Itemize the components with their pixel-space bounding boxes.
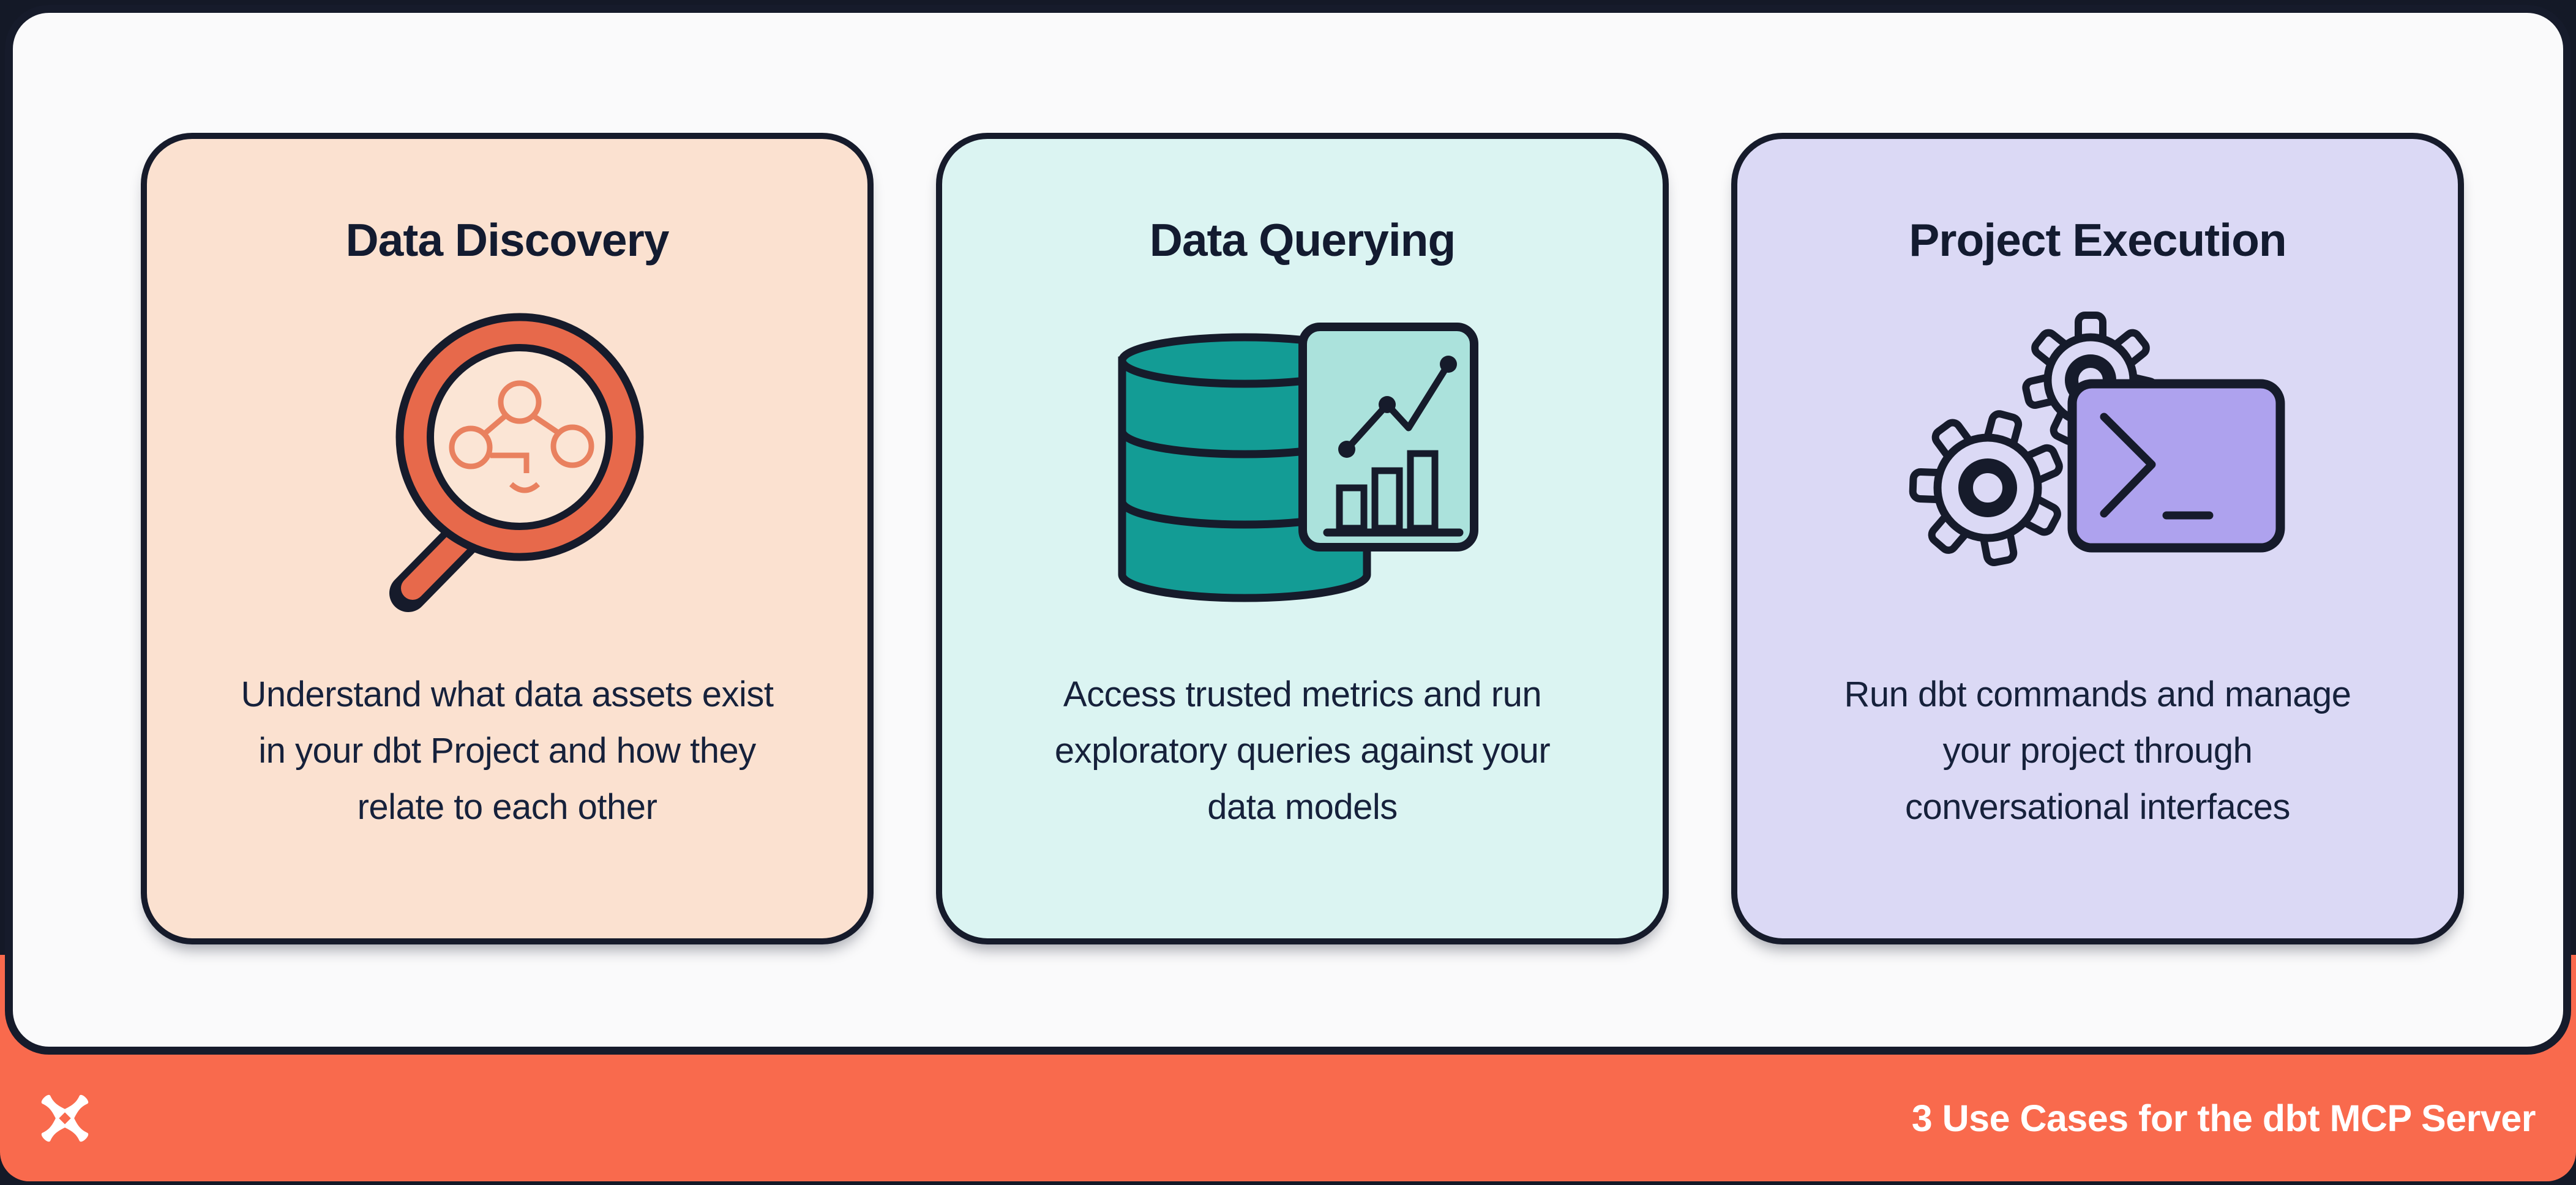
description-line: conversational interfaces xyxy=(1904,787,2291,827)
card-title: Project Execution xyxy=(1909,214,2287,266)
description-line: Run dbt commands and manage xyxy=(1844,675,2351,714)
gears-terminal-icon-svg xyxy=(1909,312,2285,566)
card-description: Access trusted metrics and run explorato… xyxy=(964,667,1641,835)
footer-caption: 3 Use Cases for the dbt MCP Server xyxy=(1911,1097,2536,1139)
magnifier-lineage-icon-svg xyxy=(389,313,643,612)
card-description: Run dbt commands and manage your project… xyxy=(1759,667,2436,835)
database-report-icon-svg xyxy=(1118,323,1478,602)
card-title: Data Discovery xyxy=(345,214,670,266)
description-line: in your dbt Project and how they xyxy=(258,731,756,771)
footer-content: 3 Use Cases for the dbt MCP Server xyxy=(0,1055,2576,1181)
dbt-logo xyxy=(41,1094,89,1142)
description-line: Understand what data assets exist xyxy=(241,675,774,714)
magnifier-lineage-icon xyxy=(147,299,867,630)
description-line: your project through xyxy=(1942,731,2253,771)
description-line: data models xyxy=(1207,787,1398,827)
description-line: exploratory queries against your xyxy=(1054,731,1551,771)
description-line: relate to each other xyxy=(357,787,657,827)
gears-terminal-icon xyxy=(1737,299,2458,630)
card-project-execution: Project Execution xyxy=(1731,133,2464,944)
database-report-icon xyxy=(942,299,1663,630)
content-panel: Data Discovery Understand what data ass xyxy=(5,5,2571,1055)
card-title: Data Querying xyxy=(1149,214,1456,266)
card-data-querying: Data Querying xyxy=(936,133,1669,944)
card-data-discovery: Data Discovery Understand what data ass xyxy=(141,133,874,944)
description-line: Access trusted metrics and run xyxy=(1063,675,1542,714)
card-description: Understand what data assets exist in you… xyxy=(169,667,845,835)
